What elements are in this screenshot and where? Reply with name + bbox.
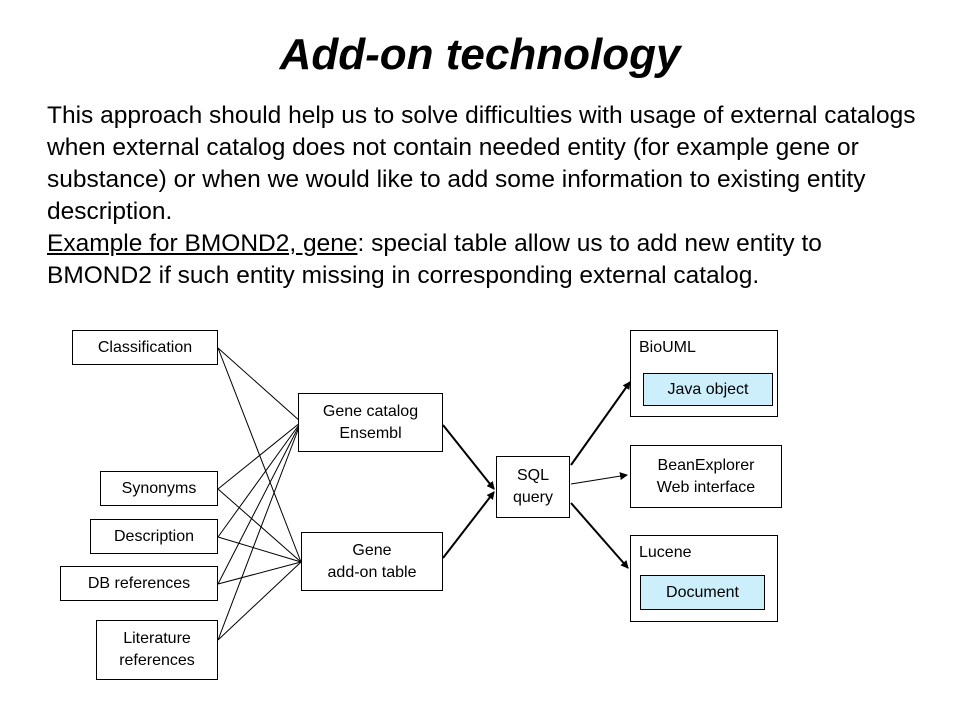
synonyms-label: Synonyms bbox=[121, 479, 197, 497]
literature-references-box: Literature references bbox=[96, 620, 218, 680]
source-links bbox=[217, 347, 302, 641]
beanexplorer-line2: Web interface bbox=[656, 478, 756, 496]
gene-catalog-line2: Ensembl bbox=[339, 424, 402, 442]
gene-catalog-line1: Gene catalog bbox=[322, 402, 419, 420]
arrow-sql-to-bioUML bbox=[570, 381, 631, 466]
classification-label: Classification bbox=[97, 338, 193, 356]
bioUML-label: BioUML bbox=[639, 339, 696, 356]
literature-label-line1: Literature bbox=[123, 630, 191, 647]
link-dbref-catalog bbox=[217, 421, 302, 585]
beanexplorer-box: BeanExplorer Web interface bbox=[630, 445, 782, 508]
arrow-sql-to-beanexplorer bbox=[570, 472, 628, 485]
bioUML-container: BioUML Java object bbox=[630, 330, 778, 417]
db-references-label: DB references bbox=[87, 574, 191, 592]
arrow-addon-to-sql bbox=[442, 491, 495, 559]
link-literature-addon bbox=[217, 561, 302, 641]
gene-addon-box: Gene add-on table bbox=[301, 532, 443, 591]
link-synonyms-catalog bbox=[217, 421, 302, 490]
description-text: This approach should help us to solve di… bbox=[47, 100, 927, 292]
java-object-box: Java object bbox=[643, 373, 773, 406]
sql-line2: query bbox=[512, 489, 554, 506]
synonyms-box: Synonyms bbox=[100, 471, 218, 506]
link-dbref-addon bbox=[217, 561, 302, 585]
paragraph-intro: This approach should help us to solve di… bbox=[47, 102, 916, 225]
document-label: Document bbox=[666, 583, 739, 601]
example-rest: : special table allow us to add new enti… bbox=[47, 230, 822, 289]
lucene-label: Lucene bbox=[639, 544, 692, 561]
link-classification-catalog bbox=[217, 347, 302, 423]
db-references-box: DB references bbox=[60, 566, 218, 601]
flow-arrows bbox=[442, 381, 631, 569]
gene-addon-line1: Gene bbox=[352, 541, 392, 559]
gene-catalog-box: Gene catalog Ensembl bbox=[298, 393, 443, 452]
beanexplorer-line1: BeanExplorer bbox=[657, 456, 755, 474]
example-underlined: Example for BMOND2, gene bbox=[47, 230, 358, 257]
gene-addon-line2: add-on table bbox=[327, 563, 417, 581]
literature-label-line2: references bbox=[119, 652, 195, 669]
link-description-catalog bbox=[217, 421, 302, 538]
document-box: Document bbox=[640, 575, 765, 610]
classification-box: Classification bbox=[72, 330, 218, 365]
lucene-container: Lucene Document bbox=[630, 535, 778, 622]
description-label: Description bbox=[113, 527, 195, 545]
arrow-catalog-to-sql bbox=[442, 424, 495, 490]
sql-line1: SQL bbox=[516, 467, 549, 484]
description-box: Description bbox=[90, 519, 218, 554]
arrow-sql-to-lucene bbox=[570, 502, 629, 569]
link-synonyms-addon bbox=[217, 488, 302, 563]
java-object-label: Java object bbox=[667, 380, 749, 398]
paragraph-example: Example for BMOND2, gene: special table … bbox=[47, 228, 927, 292]
page-title: Add-on technology bbox=[279, 30, 681, 79]
link-literature-catalog bbox=[217, 421, 302, 641]
sql-query-box: SQL query bbox=[496, 456, 570, 518]
link-description-addon bbox=[217, 536, 302, 563]
